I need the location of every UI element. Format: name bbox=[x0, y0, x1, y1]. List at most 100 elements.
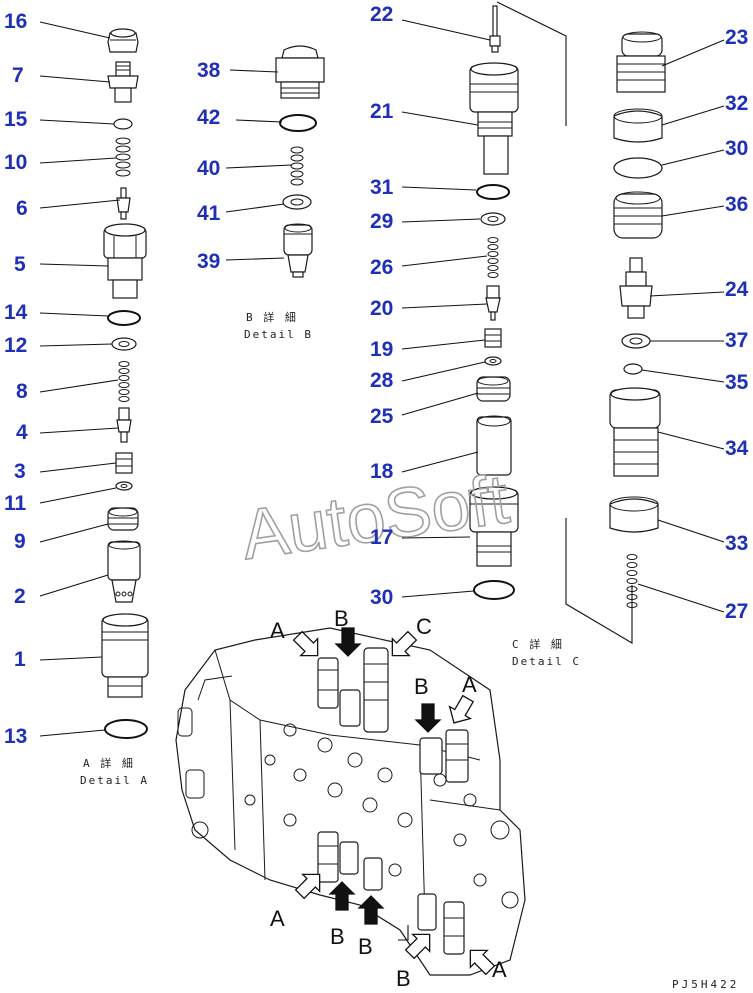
callout-33: 33 bbox=[725, 532, 748, 555]
part-3-sleeve[interactable] bbox=[115, 452, 133, 474]
part-16-nut[interactable] bbox=[107, 28, 139, 53]
arrow-b-right bbox=[414, 703, 442, 733]
detail-b-leaders bbox=[225, 69, 293, 261]
callout-4: 4 bbox=[16, 421, 28, 444]
part-36-seal[interactable] bbox=[613, 191, 663, 239]
callout-23: 23 bbox=[725, 26, 748, 49]
part-30-o-ring-lower[interactable] bbox=[473, 580, 515, 600]
callout-17: 17 bbox=[370, 526, 393, 549]
part-9-seal[interactable] bbox=[107, 507, 139, 531]
part-34-sleeve[interactable] bbox=[609, 387, 661, 477]
arrow-c-top bbox=[391, 630, 418, 657]
part-30-disc-upper[interactable] bbox=[613, 157, 663, 179]
callout-5: 5 bbox=[14, 253, 26, 276]
arrow-label-b3: B bbox=[330, 924, 345, 949]
callout-38: 38 bbox=[197, 59, 221, 82]
callout-25: 25 bbox=[370, 405, 394, 428]
part-11-washer[interactable] bbox=[115, 481, 133, 491]
part-10-spring[interactable] bbox=[115, 137, 131, 177]
detail-b-jp: B 詳 細 bbox=[246, 310, 298, 324]
callout-11: 11 bbox=[4, 492, 27, 515]
part-8-spring[interactable] bbox=[118, 361, 130, 402]
part-5-valve-body[interactable] bbox=[103, 223, 147, 299]
callout-40: 40 bbox=[197, 157, 220, 180]
callout-30-lower: 30 bbox=[370, 586, 393, 609]
part-27-spring[interactable] bbox=[626, 554, 638, 608]
part-20-poppet[interactable] bbox=[485, 285, 501, 321]
arrow-a-top bbox=[292, 630, 319, 657]
part-4-poppet[interactable] bbox=[116, 407, 132, 443]
detail-a-en: Detail A bbox=[80, 774, 149, 787]
detail-c-en: Detail C bbox=[512, 655, 581, 668]
part-19-sleeve[interactable] bbox=[484, 328, 502, 348]
callout-32: 32 bbox=[725, 92, 748, 115]
part-40-spring[interactable] bbox=[290, 146, 304, 186]
part-24-poppet[interactable] bbox=[619, 257, 653, 319]
arrow-label-a1: A bbox=[270, 618, 285, 643]
callout-18: 18 bbox=[370, 460, 394, 483]
detail-c-jp: C 詳 細 bbox=[512, 637, 564, 651]
callout-20: 20 bbox=[370, 297, 393, 320]
arrow-label-b5: B bbox=[396, 966, 411, 991]
part-15-disc[interactable] bbox=[113, 118, 133, 130]
arrow-a-right bbox=[448, 694, 475, 724]
part-14-o-ring[interactable] bbox=[107, 310, 141, 326]
callout-42: 42 bbox=[197, 106, 220, 129]
part-7-plug[interactable] bbox=[107, 61, 139, 103]
callout-9: 9 bbox=[14, 530, 26, 553]
part-39-valve[interactable] bbox=[283, 223, 313, 278]
detail-c-bracket bbox=[496, 1, 633, 644]
callout-35: 35 bbox=[725, 371, 749, 394]
part-13-o-ring[interactable] bbox=[104, 719, 148, 739]
part-41-washer[interactable] bbox=[282, 194, 312, 210]
part-35-ball[interactable] bbox=[623, 363, 643, 375]
callout-13: 13 bbox=[4, 725, 27, 748]
part-18-piston[interactable] bbox=[476, 415, 512, 476]
detail-a-leaders bbox=[39, 21, 121, 737]
arrow-a-bottom bbox=[469, 949, 496, 976]
callout-39: 39 bbox=[197, 250, 220, 273]
part-32-nut[interactable] bbox=[613, 108, 663, 143]
arrow-b-top bbox=[334, 627, 362, 657]
arrow-label-a4: A bbox=[492, 957, 507, 982]
callout-14: 14 bbox=[4, 301, 28, 324]
detail-captions: A 詳 細 Detail A B 詳 細 Detail B C 詳 細 Deta… bbox=[80, 310, 581, 787]
callout-19: 19 bbox=[370, 338, 393, 361]
part-12-washer[interactable] bbox=[111, 337, 137, 351]
callout-28: 28 bbox=[370, 369, 394, 392]
part-26-spring[interactable] bbox=[487, 237, 499, 278]
arrow-a-lower bbox=[294, 873, 321, 900]
part-1-body[interactable] bbox=[101, 613, 149, 698]
part-37-washer[interactable] bbox=[621, 333, 651, 349]
callout-36: 36 bbox=[725, 193, 748, 216]
part-28-washer[interactable] bbox=[484, 356, 502, 366]
callout-21: 21 bbox=[370, 100, 394, 123]
callout-34: 34 bbox=[725, 437, 749, 460]
part-31-o-ring[interactable] bbox=[476, 184, 510, 200]
callout-31: 31 bbox=[370, 176, 394, 199]
callout-6: 6 bbox=[16, 197, 28, 220]
callout-15: 15 bbox=[4, 108, 28, 131]
callout-1: 1 bbox=[14, 648, 26, 671]
callout-30-upper: 30 bbox=[725, 137, 748, 160]
part-22-pin[interactable] bbox=[489, 5, 501, 53]
part-42-o-ring[interactable] bbox=[279, 114, 317, 132]
arrow-b-lower2 bbox=[357, 895, 385, 925]
part-17-body[interactable] bbox=[469, 486, 519, 567]
arrow-label-a2: A bbox=[462, 672, 477, 697]
arrow-b-lower1 bbox=[328, 881, 356, 911]
arrow-label-a3: A bbox=[270, 906, 285, 931]
control-valve-assembly bbox=[175, 627, 526, 976]
part-6-poppet[interactable] bbox=[116, 187, 131, 220]
arrow-label-b2: B bbox=[414, 674, 429, 699]
part-2-piston[interactable] bbox=[107, 540, 141, 603]
part-38-cap[interactable] bbox=[275, 45, 325, 99]
part-33-nut[interactable] bbox=[609, 496, 659, 533]
detail-c-left-leaders bbox=[401, 19, 491, 598]
part-21-sleeve[interactable] bbox=[469, 62, 519, 175]
part-23-plug[interactable] bbox=[616, 31, 666, 93]
part-25-seal[interactable] bbox=[476, 376, 511, 402]
part-29-washer[interactable] bbox=[480, 212, 506, 226]
callout-numbers: 16 7 15 10 6 5 14 12 8 4 3 11 9 2 1 13 3… bbox=[4, 3, 749, 748]
